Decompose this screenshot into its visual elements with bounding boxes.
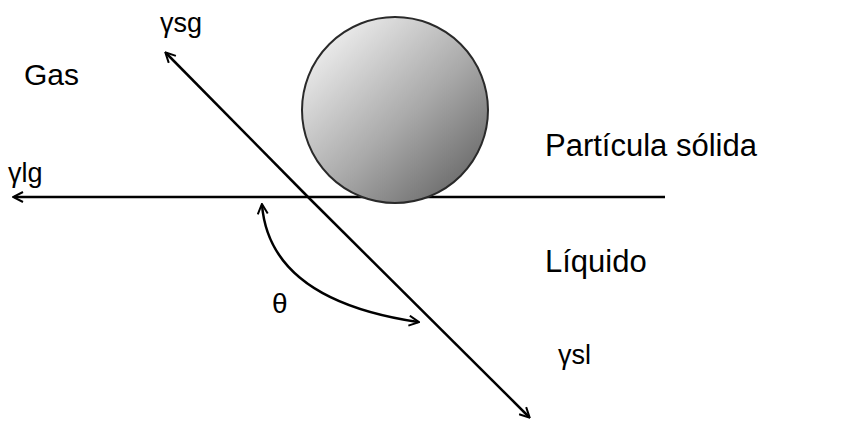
particle-label: Partícula sólida bbox=[545, 128, 757, 164]
phase-label: Líquido bbox=[545, 244, 647, 280]
tension-symbol: γlg bbox=[8, 158, 43, 189]
angle-symbol: θ bbox=[272, 288, 288, 320]
solid-liquid-tension-arrow bbox=[308, 197, 529, 417]
phase-label: Gas bbox=[24, 58, 79, 93]
tension-symbol: γsg bbox=[160, 8, 202, 39]
solid-particle bbox=[302, 17, 488, 203]
tension-symbol: γsl bbox=[558, 340, 591, 371]
solid-gas-tension-arrow bbox=[166, 53, 308, 197]
contact-angle-arc bbox=[262, 205, 418, 322]
liquid-gas-tension-arrow bbox=[14, 196, 665, 199]
